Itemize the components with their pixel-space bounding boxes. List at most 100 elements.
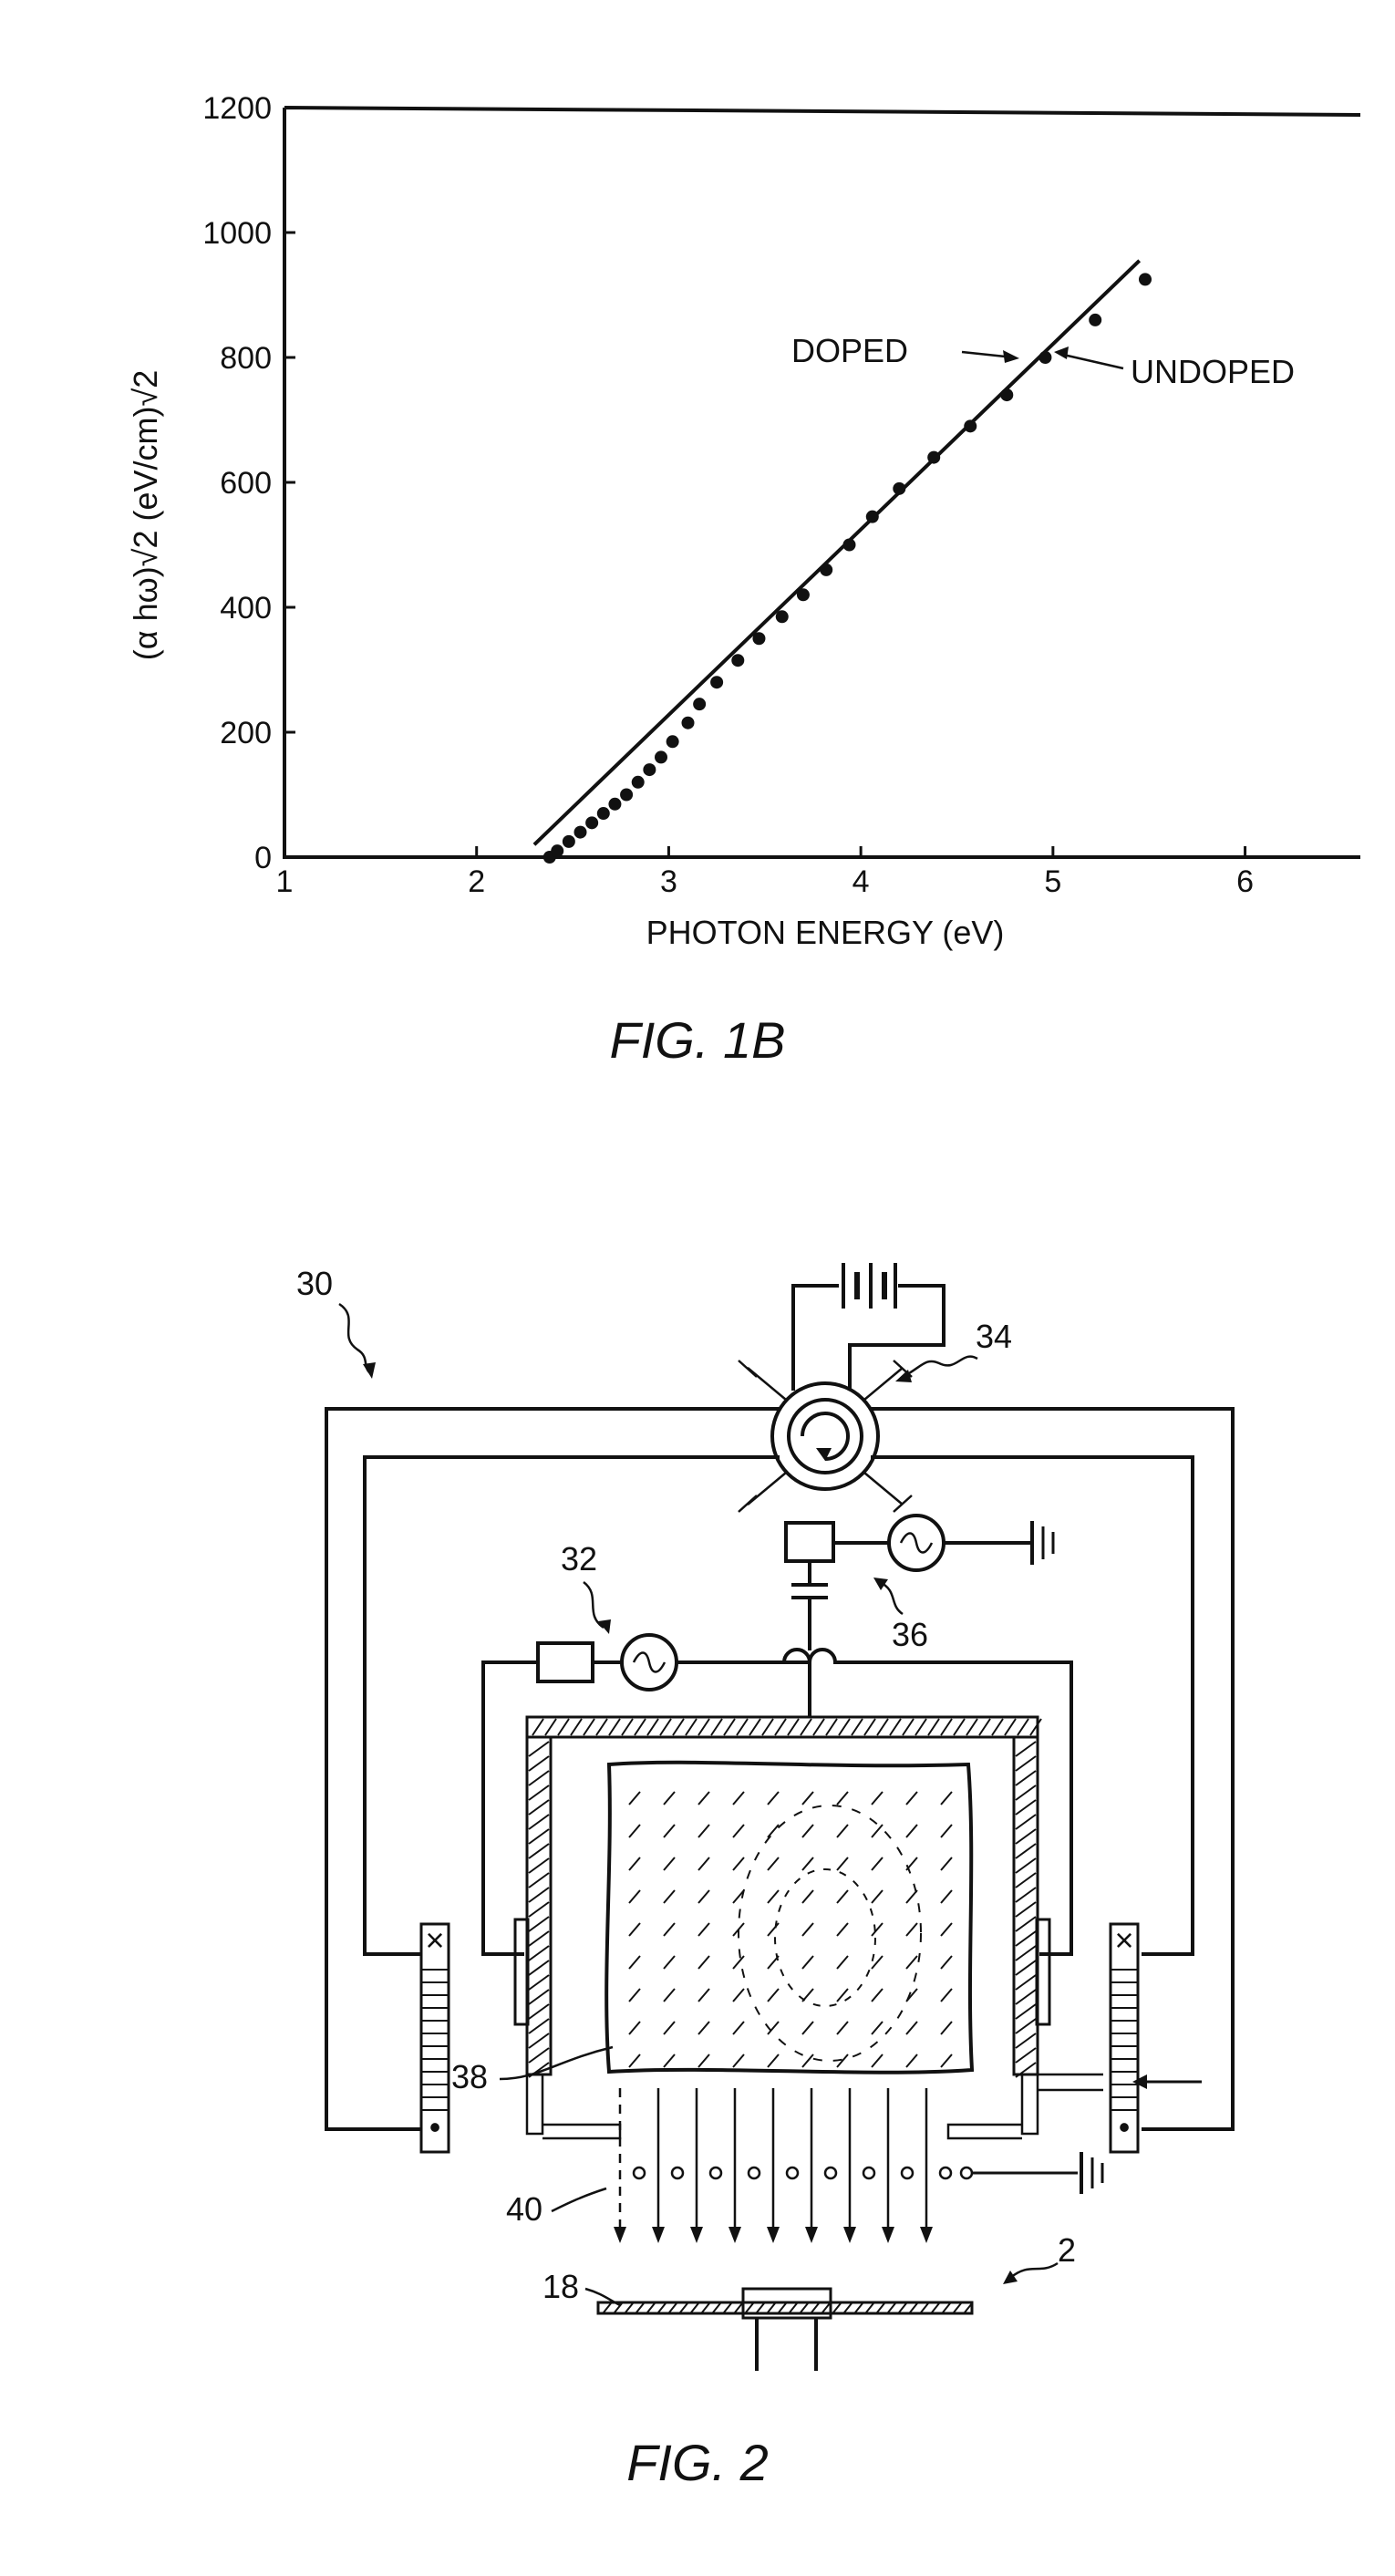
svg-text:•: • <box>429 2108 441 2146</box>
ref-label-30: 30 <box>296 1265 333 1302</box>
ref-34-leader <box>903 1357 977 1377</box>
x-tick-label: 2 <box>468 864 485 899</box>
ref-40-leader <box>552 2188 606 2211</box>
right-magnet-coil: × • <box>1111 1921 1138 2152</box>
ref-36-arrow-head <box>873 1578 888 1590</box>
ref-32-arrow-head <box>598 1619 611 1634</box>
undoped-point <box>843 539 856 552</box>
undoped-point <box>620 789 633 802</box>
undoped-point <box>574 826 587 839</box>
chamber <box>515 1717 1202 2138</box>
x-axis-ticks: 1 2 3 4 5 6 <box>276 846 1254 899</box>
x-tick-label: 6 <box>1236 864 1254 899</box>
y-axis-title: (α hω)√2 (eV/cm)√2 <box>127 370 164 660</box>
undoped-point <box>731 654 744 667</box>
undoped-point <box>710 676 723 688</box>
outer-wire-loop <box>326 1409 780 2129</box>
undoped-point <box>752 632 765 645</box>
svg-text:×: × <box>1114 1921 1133 1959</box>
ref-label-40: 40 <box>506 2190 542 2228</box>
rf-source-32-wave <box>634 1653 665 1672</box>
plasma-region-38 <box>606 1763 972 2073</box>
x-tick-label: 4 <box>852 864 870 899</box>
undoped-point <box>776 610 789 623</box>
ref-label-18: 18 <box>542 2268 579 2305</box>
fig-1b-caption: FIG. 1B <box>610 1011 786 1069</box>
undoped-point <box>608 798 621 811</box>
y-tick-label: 1200 <box>202 91 272 126</box>
undoped-point <box>585 816 598 829</box>
ref-label-2: 2 <box>1058 2231 1076 2269</box>
fig-2-caption: FIG. 2 <box>626 2434 769 2491</box>
y-axis-ticks: 0 200 400 600 800 1000 1200 <box>202 91 295 875</box>
undoped-point <box>655 750 667 763</box>
undoped-annotation: UNDOPED <box>1131 353 1295 390</box>
ref-label-38: 38 <box>451 2058 488 2095</box>
battery-icon <box>843 1263 895 1309</box>
undoped-point <box>551 844 563 857</box>
ref-32-leader <box>584 1582 604 1628</box>
extraction-grid-ground <box>961 2152 1102 2194</box>
undoped-point <box>927 451 940 464</box>
undoped-point <box>632 776 645 789</box>
y-tick-label: 400 <box>220 591 272 626</box>
undoped-point <box>643 763 656 776</box>
svg-text:•: • <box>1119 2108 1131 2146</box>
y-tick-label: 200 <box>220 716 272 750</box>
x-axis-title: PHOTON ENERGY (eV) <box>646 914 1005 951</box>
doped-annotation: DOPED <box>791 332 908 369</box>
undoped-point <box>682 717 695 729</box>
substrate-stage <box>598 2289 972 2371</box>
undoped-point <box>893 482 905 495</box>
rotating-coil-assembly <box>739 1360 912 1512</box>
undoped-point <box>1089 314 1101 326</box>
ion-beam-arrows <box>614 2088 951 2243</box>
undoped-arrow <box>1059 354 1123 368</box>
x-tick-label: 1 <box>276 864 294 899</box>
undoped-point <box>820 564 832 576</box>
x-tick-label: 3 <box>660 864 677 899</box>
rf-32-wires <box>483 1662 810 1954</box>
doped-arrow-head <box>1003 350 1019 363</box>
undoped-point <box>693 698 706 710</box>
undoped-point <box>866 511 879 523</box>
absorption-chart: 0 200 400 600 800 1000 1200 1 2 3 4 5 6 PHOTON ENER… <box>127 91 1360 1069</box>
plot-frame <box>284 108 1360 857</box>
undoped-point <box>964 419 976 432</box>
y-tick-label: 0 <box>254 841 272 875</box>
undoped-point <box>563 835 575 848</box>
y-tick-label: 1000 <box>202 216 272 251</box>
plot-axes <box>284 108 1360 857</box>
y-tick-label: 800 <box>220 341 272 376</box>
x-tick-label: 5 <box>1044 864 1061 899</box>
ref-2-arrow-head <box>1003 2271 1018 2284</box>
ref-label-32: 32 <box>561 1540 597 1578</box>
capacitor-36 <box>791 1561 828 1632</box>
ref-30-arrow-head <box>363 1362 376 1379</box>
plasma-apparatus-diagram: 30 34 <box>296 1263 1233 2491</box>
undoped-arrow-head <box>1054 347 1069 359</box>
undoped-point <box>1000 388 1013 401</box>
ref-2-leader <box>1010 2263 1058 2278</box>
y-tick-label: 600 <box>220 466 272 501</box>
undoped-point <box>666 735 679 748</box>
left-magnet-coil: × • <box>421 1921 449 2152</box>
rf-source-36-wave <box>901 1534 932 1553</box>
ref-36-leader <box>880 1582 903 1614</box>
ground-symbol-36 <box>1032 1521 1053 1565</box>
ref-label-36: 36 <box>892 1616 928 1653</box>
undoped-point <box>1038 351 1051 364</box>
undoped-point <box>1139 273 1152 285</box>
inner-wire-loop <box>365 1457 780 1954</box>
crossover-wire <box>784 1632 1071 1954</box>
ref-30-leader <box>339 1304 369 1372</box>
ref-38-leader <box>500 2047 613 2079</box>
undoped-point <box>597 807 610 820</box>
dc-supply-wire <box>793 1286 944 1391</box>
matching-box-32 <box>538 1643 593 1681</box>
matching-box-36 <box>786 1523 833 1561</box>
ref-label-34: 34 <box>976 1318 1012 1355</box>
svg-text:×: × <box>425 1921 444 1959</box>
undoped-point <box>797 588 810 601</box>
